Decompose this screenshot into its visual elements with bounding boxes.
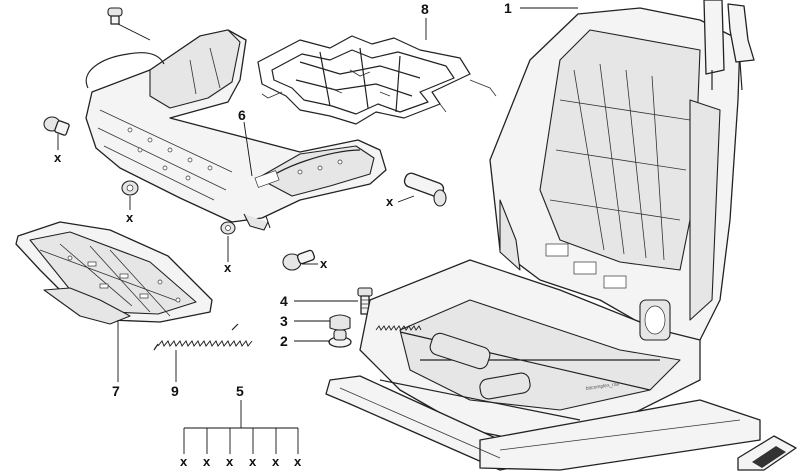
seat-pan-part-6[interactable] [85, 29, 387, 231]
tension-spring-part-9[interactable] [153, 323, 253, 351]
catalog-arrow-icon [737, 435, 797, 471]
callout-3: 3 [280, 313, 288, 329]
cushion-tray-part-7[interactable] [15, 221, 213, 325]
x-mark-group5-6: x [294, 454, 302, 469]
x-mark-group5-4: x [249, 454, 257, 469]
frame-mark-text: bitcomplex_rail [585, 381, 619, 392]
spring-mat-part-8[interactable] [257, 35, 497, 125]
callout-7: 7 [112, 383, 120, 399]
x-mark-bolt-left: x [54, 150, 62, 165]
x-mark-pin-right: x [386, 194, 394, 209]
seat-frame-part-1[interactable]: bitcomplex_rail [325, 0, 761, 471]
bolt-part-4[interactable] [357, 287, 373, 315]
x-mark-washer: x [224, 260, 232, 275]
callout-2: 2 [280, 333, 288, 349]
x-mark-group5-5: x [272, 454, 280, 469]
x-mark-group5-2: x [203, 454, 211, 469]
callout-9: 9 [171, 383, 179, 399]
pin-right[interactable] [403, 172, 447, 207]
cap-part-3[interactable] [329, 314, 351, 331]
x-mark-nut-left: x [126, 210, 134, 225]
callout-4: 4 [280, 293, 288, 309]
x-mark-bushing: x [320, 256, 328, 271]
x-mark-group5-3: x [226, 454, 234, 469]
screw-top-left[interactable] [107, 7, 123, 25]
callout-6: 6 [238, 107, 246, 123]
bushing[interactable] [282, 249, 316, 271]
bolt-left[interactable] [43, 116, 70, 136]
callout-5: 5 [236, 383, 244, 399]
washer[interactable] [220, 221, 236, 235]
x-mark-group5-1: x [180, 454, 188, 469]
nut-left[interactable] [121, 180, 139, 196]
grommet-part-2[interactable] [328, 329, 352, 348]
leader-lines [57, 7, 578, 454]
callout-1: 1 [504, 0, 512, 16]
callout-8: 8 [421, 1, 429, 17]
